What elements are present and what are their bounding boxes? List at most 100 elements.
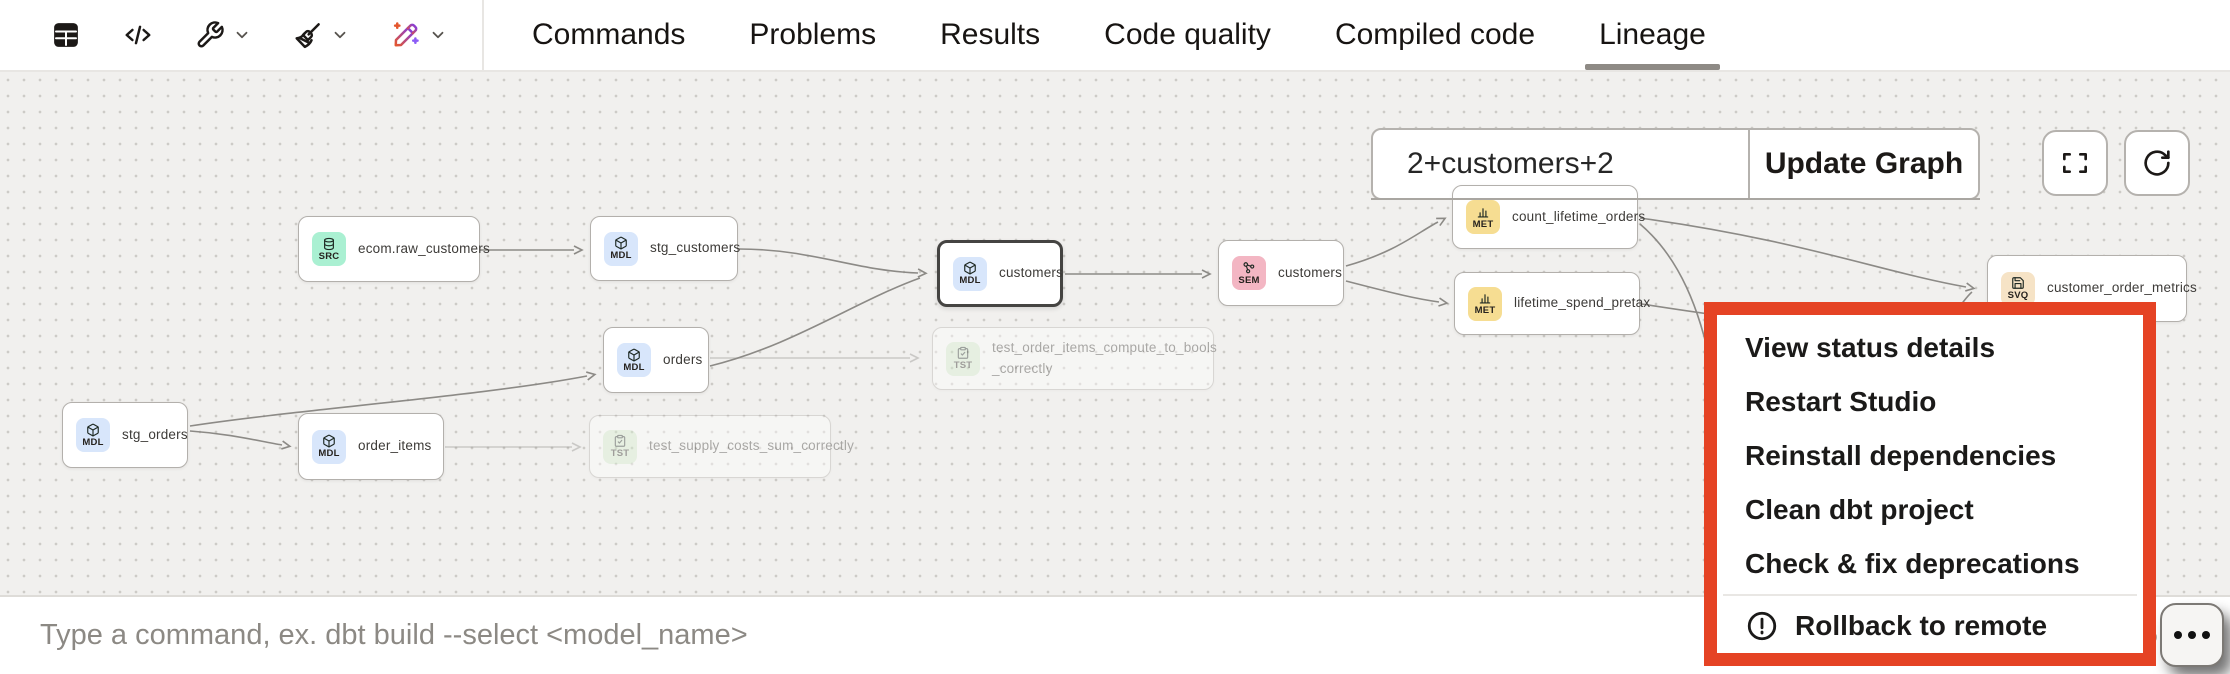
node-label: order_items xyxy=(358,438,432,454)
command-input[interactable]: Type a command, ex. dbt build --select <… xyxy=(40,619,748,651)
tab-lineage[interactable]: Lineage xyxy=(1585,0,1720,70)
badge-label: SVQ xyxy=(2007,290,2029,302)
refresh-icon xyxy=(2144,150,2170,176)
test-icon xyxy=(614,435,626,448)
node-label: test_order_items_compute_to_bools _corre… xyxy=(992,339,1217,376)
menu-divider xyxy=(1723,594,2137,596)
node-label: stg_customers xyxy=(650,240,741,256)
node-label: ecom.raw_customers xyxy=(358,240,490,256)
badge-label: MET xyxy=(1474,305,1496,317)
tab-compiled-code[interactable]: Compiled code xyxy=(1334,18,1536,51)
menu-item-clean-dbt-project[interactable]: Clean dbt project xyxy=(1717,483,2143,537)
test-icon xyxy=(957,347,969,360)
node-badge-mdl: MDL xyxy=(617,343,651,377)
node-label: lifetime_spend_pretax xyxy=(1514,295,1651,311)
tab-code-quality[interactable]: Code quality xyxy=(1104,18,1271,51)
node-label: stg_orders xyxy=(122,426,188,442)
node-label: customer_order_metrics xyxy=(2047,280,2197,296)
node-label: count_lifetime_orders xyxy=(1512,208,1646,224)
cube-icon xyxy=(323,434,335,448)
menu-item-check-fix-deprecations[interactable]: Check & fix deprecations xyxy=(1717,537,2143,591)
badge-label: MDL xyxy=(610,250,632,262)
magic-pencil-icon xyxy=(393,22,419,47)
node-badge-sem: SEM xyxy=(1232,256,1266,290)
cube-icon xyxy=(964,261,976,275)
tab-commands[interactable]: Commands xyxy=(532,18,686,51)
menu-item-view-status-details[interactable]: View status details xyxy=(1717,321,2143,375)
badge-label: MDL xyxy=(82,436,104,448)
badge-label: SEM xyxy=(1238,274,1260,286)
fullscreen-button[interactable] xyxy=(2042,130,2108,196)
top-bar: Commands Problems Results Code quality Compi… xyxy=(0,0,2230,72)
code-button[interactable] xyxy=(102,20,174,50)
metric-icon xyxy=(1479,294,1491,304)
more-options-button[interactable] xyxy=(2160,603,2224,667)
menu-item-rollback-to-remote[interactable]: Rollback to remote xyxy=(1717,599,2143,653)
badge-label: MDL xyxy=(623,361,645,373)
badge-label: MDL xyxy=(318,448,340,460)
graph-node-test-supply-costs-sum-correctly[interactable]: TST test_supply_costs_sum_correctly xyxy=(589,415,854,478)
code-icon xyxy=(125,25,151,45)
tab-bar: Commands Problems Results Code quality Compi… xyxy=(532,0,1720,70)
semantic-icon xyxy=(1243,261,1255,274)
tab-problems[interactable]: Problems xyxy=(749,18,877,51)
node-label: customers xyxy=(1278,264,1343,280)
graph-node-test-order-items-compute-to-bools[interactable]: TST test_order_items_compute_to_bools _co… xyxy=(932,327,1217,390)
dot xyxy=(2202,631,2210,639)
toolbar-divider xyxy=(482,0,484,70)
node-badge-met: MET xyxy=(1468,286,1502,321)
badge-label: MDL xyxy=(959,275,981,287)
ai-assist-button[interactable] xyxy=(370,20,468,50)
graph-node-stg-customers[interactable]: MDL stg_customers xyxy=(590,216,741,281)
cube-icon xyxy=(87,423,99,437)
menu-item-reinstall-dependencies[interactable]: Reinstall dependencies xyxy=(1717,429,2143,483)
node-badge-tst: TST xyxy=(946,341,980,376)
saved-query-icon xyxy=(2012,277,2024,290)
build-tools-button[interactable] xyxy=(174,20,272,50)
graph-node-orders[interactable]: MDL orders xyxy=(603,327,709,393)
menu-item-label: Restart Studio xyxy=(1745,386,1937,417)
badge-label: TST xyxy=(610,448,630,460)
cube-icon xyxy=(628,348,640,362)
toolbar xyxy=(0,0,484,70)
graph-node-order-items[interactable]: MDL order_items xyxy=(298,413,444,480)
node-badge-mdl: MDL xyxy=(312,429,346,464)
clean-button[interactable] xyxy=(272,20,370,50)
chevron-down-icon xyxy=(334,31,346,39)
update-graph-button[interactable]: Update Graph xyxy=(1764,147,1964,180)
dot xyxy=(2174,631,2182,639)
graph-node-customers[interactable]: SEM customers xyxy=(1218,240,1344,306)
menu-item-label: View status details xyxy=(1745,332,1996,363)
wrench-icon xyxy=(197,21,224,48)
graph-node-ecom-raw-customers[interactable]: SRC ecom.raw_customers xyxy=(298,216,490,282)
graph-node-lifetime-spend-pretax[interactable]: MET lifetime_spend_pretax xyxy=(1454,272,1650,335)
broom-icon xyxy=(295,23,320,49)
badge-label: MET xyxy=(1472,218,1494,230)
node-badge-mdl: MDL xyxy=(604,231,638,266)
node-badge-met: MET xyxy=(1466,200,1500,234)
graph-node-count-lifetime-orders[interactable]: MET count_lifetime_orders xyxy=(1452,185,1645,249)
tab-results[interactable]: Results xyxy=(940,18,1041,51)
node-label: test_supply_costs_sum_correctly xyxy=(649,438,855,454)
node-label: orders xyxy=(663,351,703,367)
node-badge-mdl: MDL xyxy=(76,418,110,452)
badge-label: TST xyxy=(953,360,973,372)
node-badge-tst: TST xyxy=(603,429,637,464)
table-button[interactable] xyxy=(30,20,102,50)
graph-node-stg-orders[interactable]: MDL stg_orders xyxy=(62,402,188,468)
metric-icon xyxy=(1477,207,1489,218)
panel-divider xyxy=(1748,130,1750,198)
menu-item-label: Clean dbt project xyxy=(1745,494,1974,525)
menu-item-label: Rollback to remote xyxy=(1795,610,2048,641)
graph-selector-input[interactable]: 2+customers+2 xyxy=(1407,147,1614,180)
node-badge-src: SRC xyxy=(312,232,346,266)
database-icon xyxy=(324,237,334,250)
refresh-button[interactable] xyxy=(2124,130,2190,196)
chevron-down-icon xyxy=(236,31,248,39)
panel-bottom-border xyxy=(1371,198,1980,200)
menu-item-restart-studio[interactable]: Restart Studio xyxy=(1717,375,2143,429)
cube-icon xyxy=(615,236,627,250)
menu-item-label: Check & fix deprecations xyxy=(1745,548,2080,579)
